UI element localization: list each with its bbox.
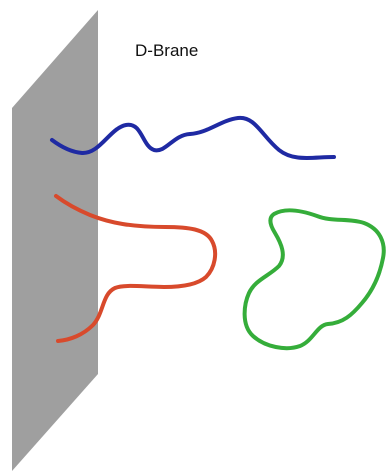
d-brane-plane — [12, 10, 98, 471]
closed-string-green — [242, 208, 386, 351]
open-string-blue — [50, 115, 336, 160]
d-brane-label: D-Brane — [135, 41, 198, 60]
open-string-red — [54, 194, 218, 343]
